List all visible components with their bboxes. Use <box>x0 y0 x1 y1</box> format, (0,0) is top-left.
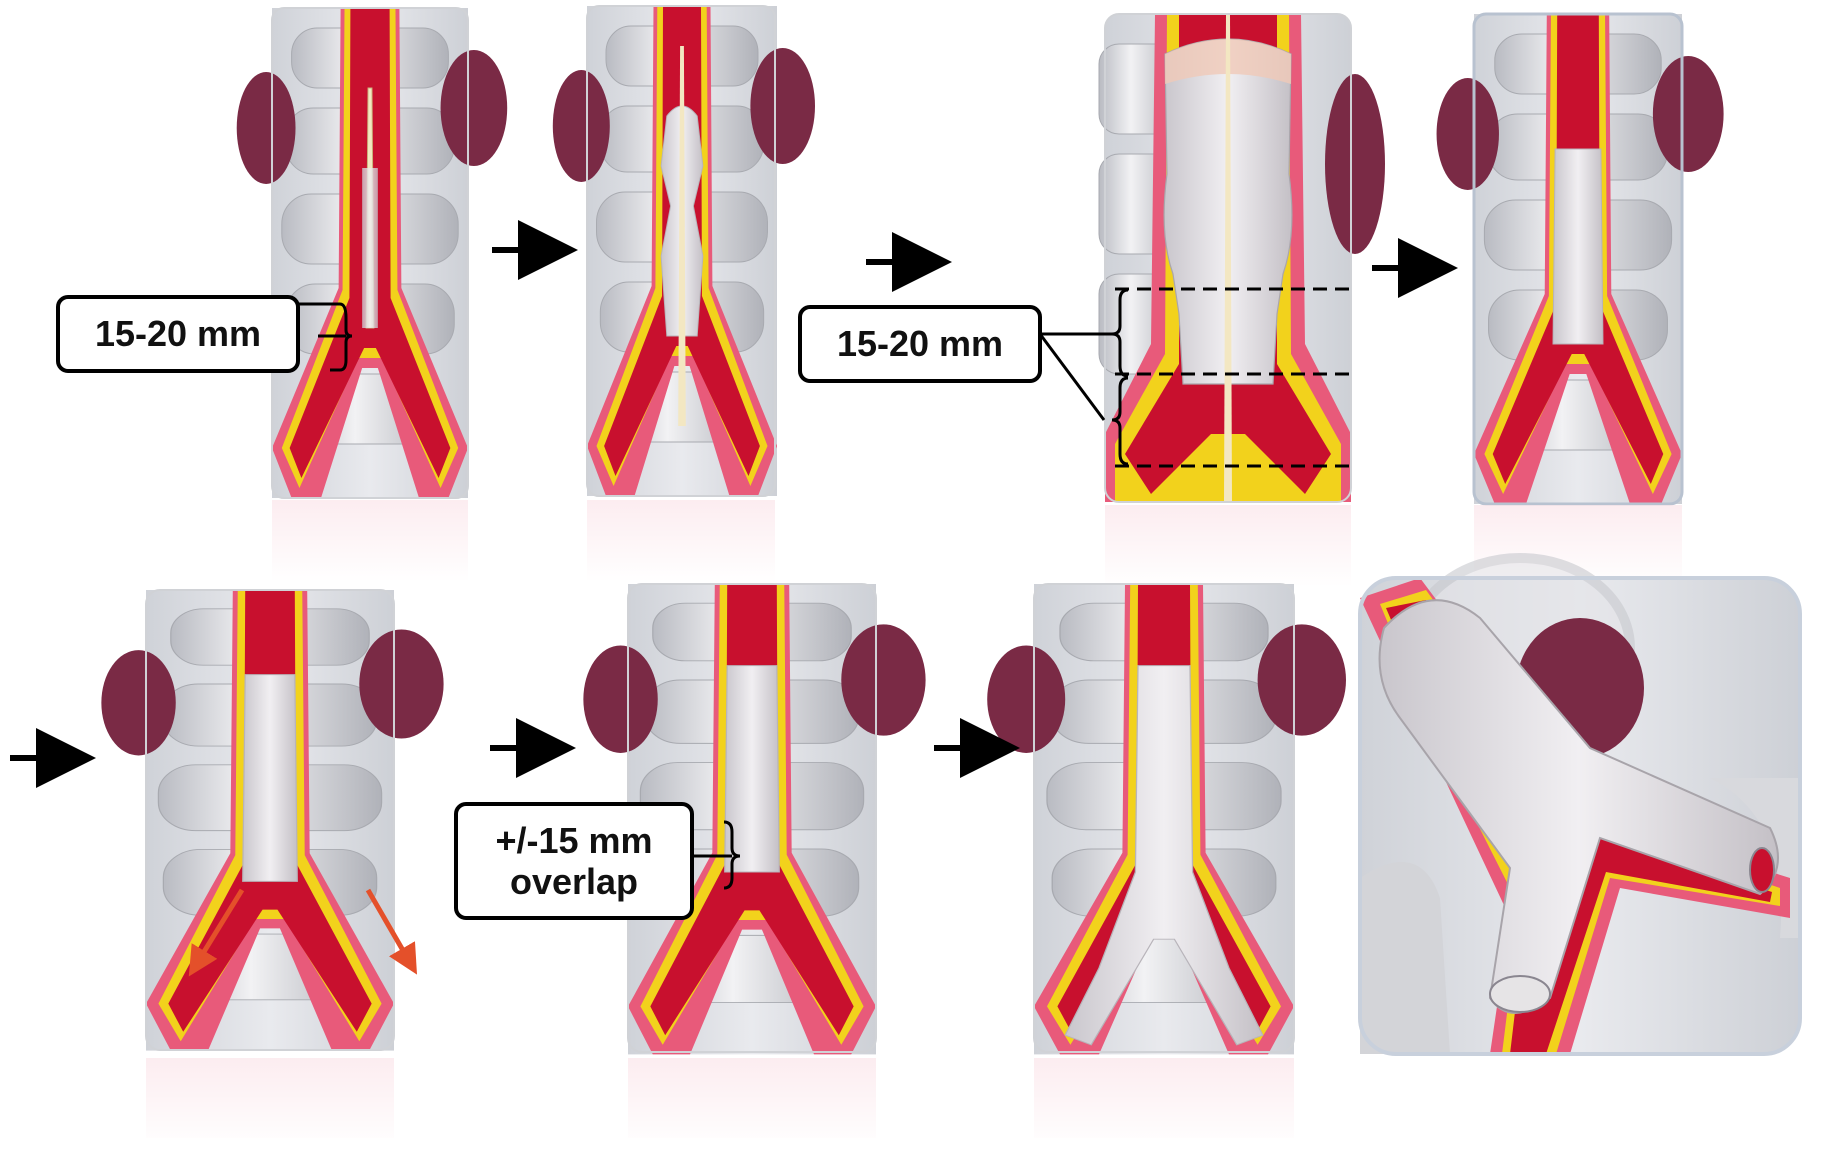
reflection-fade-3 <box>1105 505 1351 587</box>
panel-step-7 <box>987 584 1346 1054</box>
measure-text-1: 15-20 mm <box>95 313 261 354</box>
measure-text-2: 15-20 mm <box>837 323 1003 364</box>
measure-label-2: 15-20 mm <box>798 305 1042 383</box>
panel-step-3 <box>1099 14 1385 502</box>
panel-step-2 <box>553 6 815 496</box>
reflection-fade-5 <box>146 1058 394 1148</box>
overlap-text-line2: overlap <box>510 861 638 902</box>
overlap-text-line1: +/-15 mm <box>495 820 652 861</box>
reflection-fade-6 <box>628 1058 876 1148</box>
panel-step-8 <box>1360 558 1800 1054</box>
reflection-fade-7 <box>1034 1058 1294 1148</box>
connector-2b <box>1040 334 1104 420</box>
reflection-fade-1 <box>272 500 468 582</box>
measure-label-1: 15-20 mm <box>56 295 300 373</box>
panel-step-4 <box>1437 14 1724 504</box>
overlap-label: +/-15 mm overlap <box>454 802 694 920</box>
panel-step-5 <box>101 590 443 1051</box>
reflection-fade-2 <box>587 500 775 582</box>
